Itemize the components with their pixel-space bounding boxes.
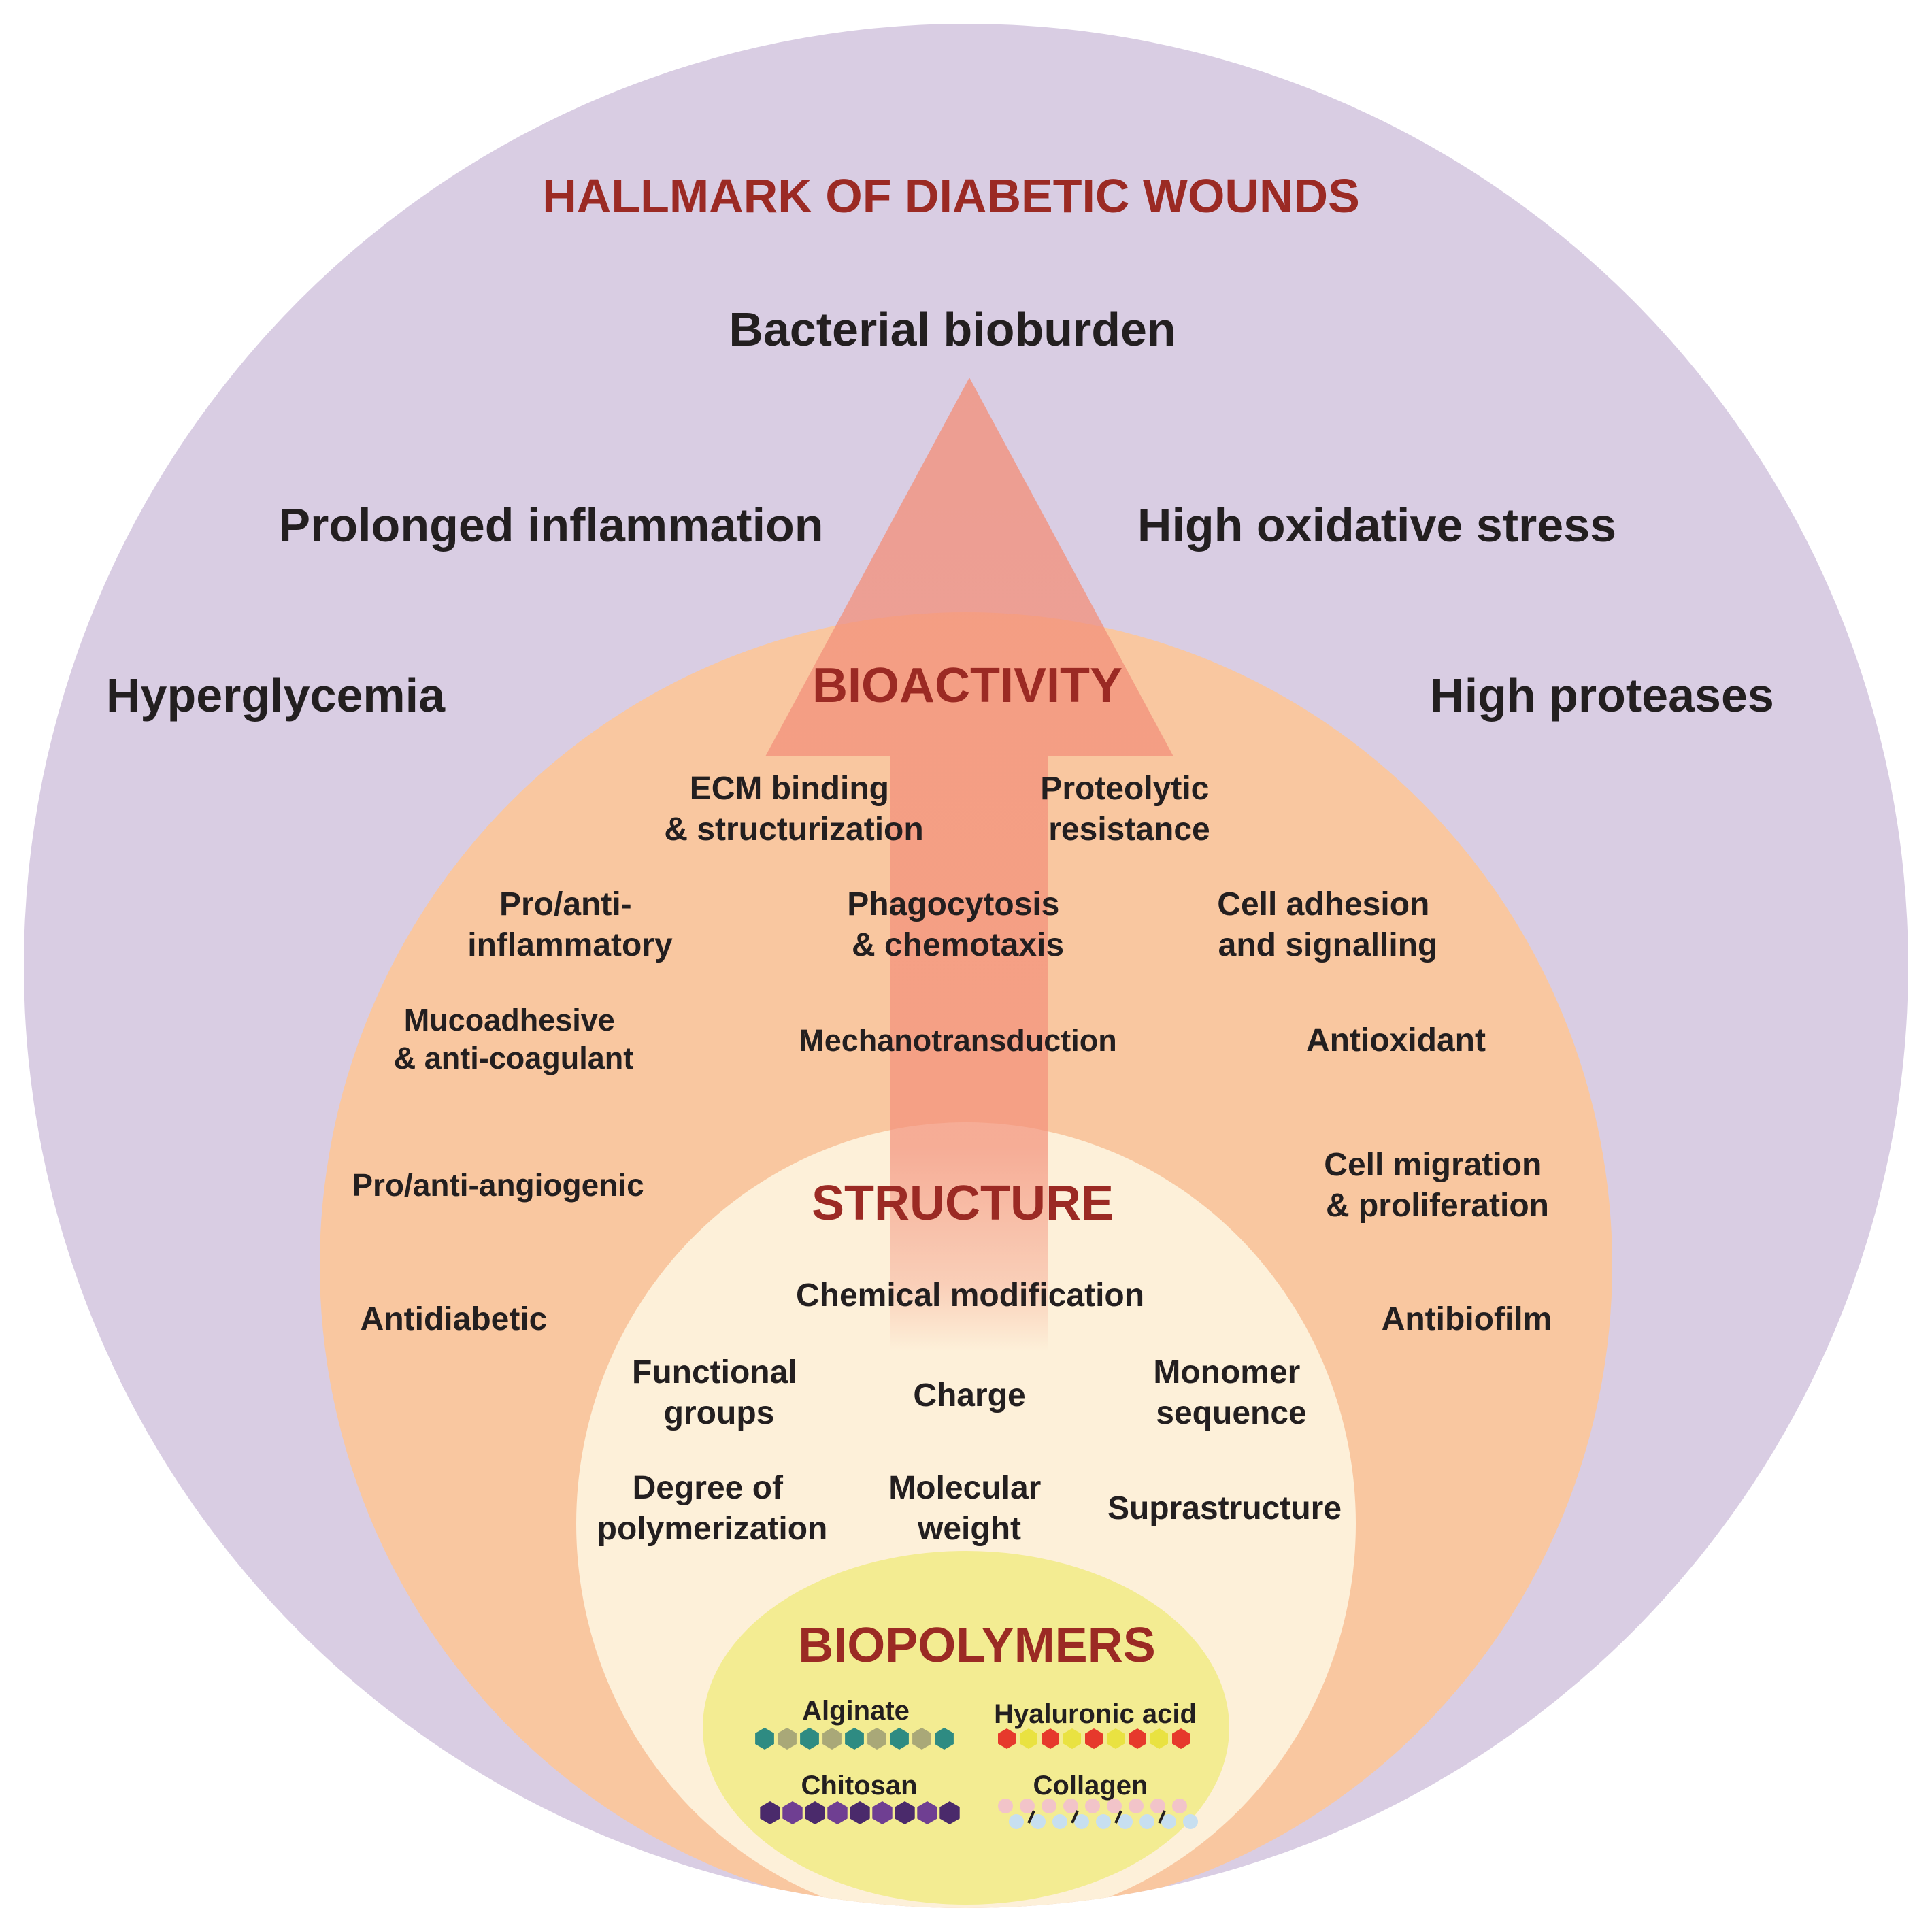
hallmark-hyperglycemia: Hyperglycemia [106, 669, 446, 722]
polymer-chains [755, 1728, 1198, 1829]
alginate-monomer [867, 1728, 886, 1750]
alginate-monomer [778, 1728, 797, 1750]
antioxidant-label: Antioxidant [1306, 1022, 1486, 1058]
collagen-monomer [1161, 1814, 1176, 1829]
cell-migration-label: Cell migration & proliferation [1324, 1147, 1550, 1224]
chemical-modification-label: Chemical modification [796, 1277, 1144, 1314]
ecm-binding-label: ECM binding & structurization [664, 771, 923, 848]
alginate-label: Alginate [802, 1696, 910, 1726]
functional-groups-label: Functional groups [632, 1354, 806, 1431]
chitosan-monomer [850, 1801, 870, 1824]
collagen-monomer [1150, 1799, 1165, 1813]
hallmark-oxidative: High oxidative stress [1137, 499, 1616, 552]
alginate-monomer [845, 1728, 864, 1750]
collagen-bond [1071, 1810, 1079, 1824]
alginate-monomer [822, 1728, 842, 1750]
mechanotransduction-label: Mechanotransduction [799, 1023, 1117, 1058]
hallmark-bacterial: Bacterial bioburden [729, 303, 1176, 356]
hyaluronic-monomer [1020, 1728, 1037, 1749]
alginate-monomer [935, 1728, 954, 1750]
hyaluronic-monomer [1085, 1728, 1103, 1749]
degree-polymerization-label: Degree of polymerization [597, 1470, 828, 1547]
alginate-monomer [800, 1728, 819, 1750]
chitosan-monomer [939, 1801, 960, 1824]
molecular-weight-label: Molecular weight [888, 1470, 1050, 1547]
collagen-monomer [998, 1799, 1013, 1813]
alginate-monomer [890, 1728, 909, 1750]
biopolymers-heading: BIOPOLYMERS [798, 1618, 1155, 1673]
collagen-monomer [1031, 1814, 1046, 1829]
bioactivity-heading: BIOACTIVITY [812, 658, 1122, 713]
hyaluronic-monomer [1107, 1728, 1125, 1749]
hyaluronic-monomer [1063, 1728, 1081, 1749]
chitosan-label: Chitosan [801, 1771, 917, 1801]
inflammatory-label: Pro/anti- inflammatory [467, 886, 673, 963]
charge-label: Charge [913, 1377, 1025, 1414]
angiogenic-label: Pro/anti-angiogenic [352, 1167, 644, 1203]
hyaluronic-monomer [1129, 1728, 1146, 1749]
structure-heading: STRUCTURE [812, 1176, 1114, 1231]
collagen-monomer [1183, 1814, 1198, 1829]
collagen-monomer [1139, 1814, 1154, 1829]
collagen-monomer [1020, 1799, 1035, 1813]
phagocytosis-label: Phagocytosis & chemotaxis [847, 886, 1068, 963]
collagen-bond [1114, 1810, 1122, 1824]
cell-adhesion-label: Cell adhesion and signalling [1217, 886, 1438, 963]
hyaluronic-monomer [998, 1728, 1016, 1749]
collagen-monomer [1118, 1814, 1133, 1829]
chitosan-monomer [805, 1801, 825, 1824]
hallmark-title: HALLMARK OF DIABETIC WOUNDS [542, 169, 1360, 222]
collagen-bond [1158, 1810, 1166, 1824]
chitosan-monomer [917, 1801, 937, 1824]
hyaluronic-monomer [1042, 1728, 1059, 1749]
collagen-monomer [1063, 1799, 1078, 1813]
proteolytic-label: Proteolytic resistance [1040, 771, 1218, 848]
alginate-monomer [912, 1728, 931, 1750]
chitosan-monomer [760, 1801, 780, 1824]
hallmark-proteases: High proteases [1430, 669, 1774, 722]
collagen-label: Collagen [1033, 1771, 1148, 1801]
chitosan-monomer [895, 1801, 915, 1824]
collagen-monomer [1042, 1799, 1056, 1813]
collagen-monomer [1172, 1799, 1187, 1813]
up-arrow [765, 378, 1173, 1510]
chitosan-monomer [782, 1801, 803, 1824]
hyaluronic-monomer [1150, 1728, 1168, 1749]
collagen-monomer [1107, 1799, 1122, 1813]
collagen-monomer [1009, 1814, 1024, 1829]
hyaluronic-monomer [1172, 1728, 1190, 1749]
collagen-monomer [1129, 1799, 1144, 1813]
collagen-monomer [1085, 1799, 1100, 1813]
mucoadhesive-label: Mucoadhesive & anti-coagulant [394, 1003, 634, 1075]
chitosan-monomer [827, 1801, 848, 1824]
hallmark-inflammation: Prolonged inflammation [278, 499, 823, 552]
chitosan-monomer [872, 1801, 893, 1824]
monomer-sequence-label: Monomer sequence [1153, 1354, 1309, 1431]
collagen-bond [1027, 1810, 1035, 1824]
antidiabetic-label: Antidiabetic [361, 1301, 548, 1337]
hyaluronic-label: Hyaluronic acid [994, 1699, 1197, 1729]
collagen-monomer [1074, 1814, 1089, 1829]
suprastructure-label: Suprastructure [1107, 1490, 1342, 1526]
collagen-monomer [1052, 1814, 1067, 1829]
alginate-monomer [755, 1728, 774, 1750]
collagen-monomer [1096, 1814, 1111, 1829]
antibiofilm-label: Antibiofilm [1382, 1301, 1552, 1337]
